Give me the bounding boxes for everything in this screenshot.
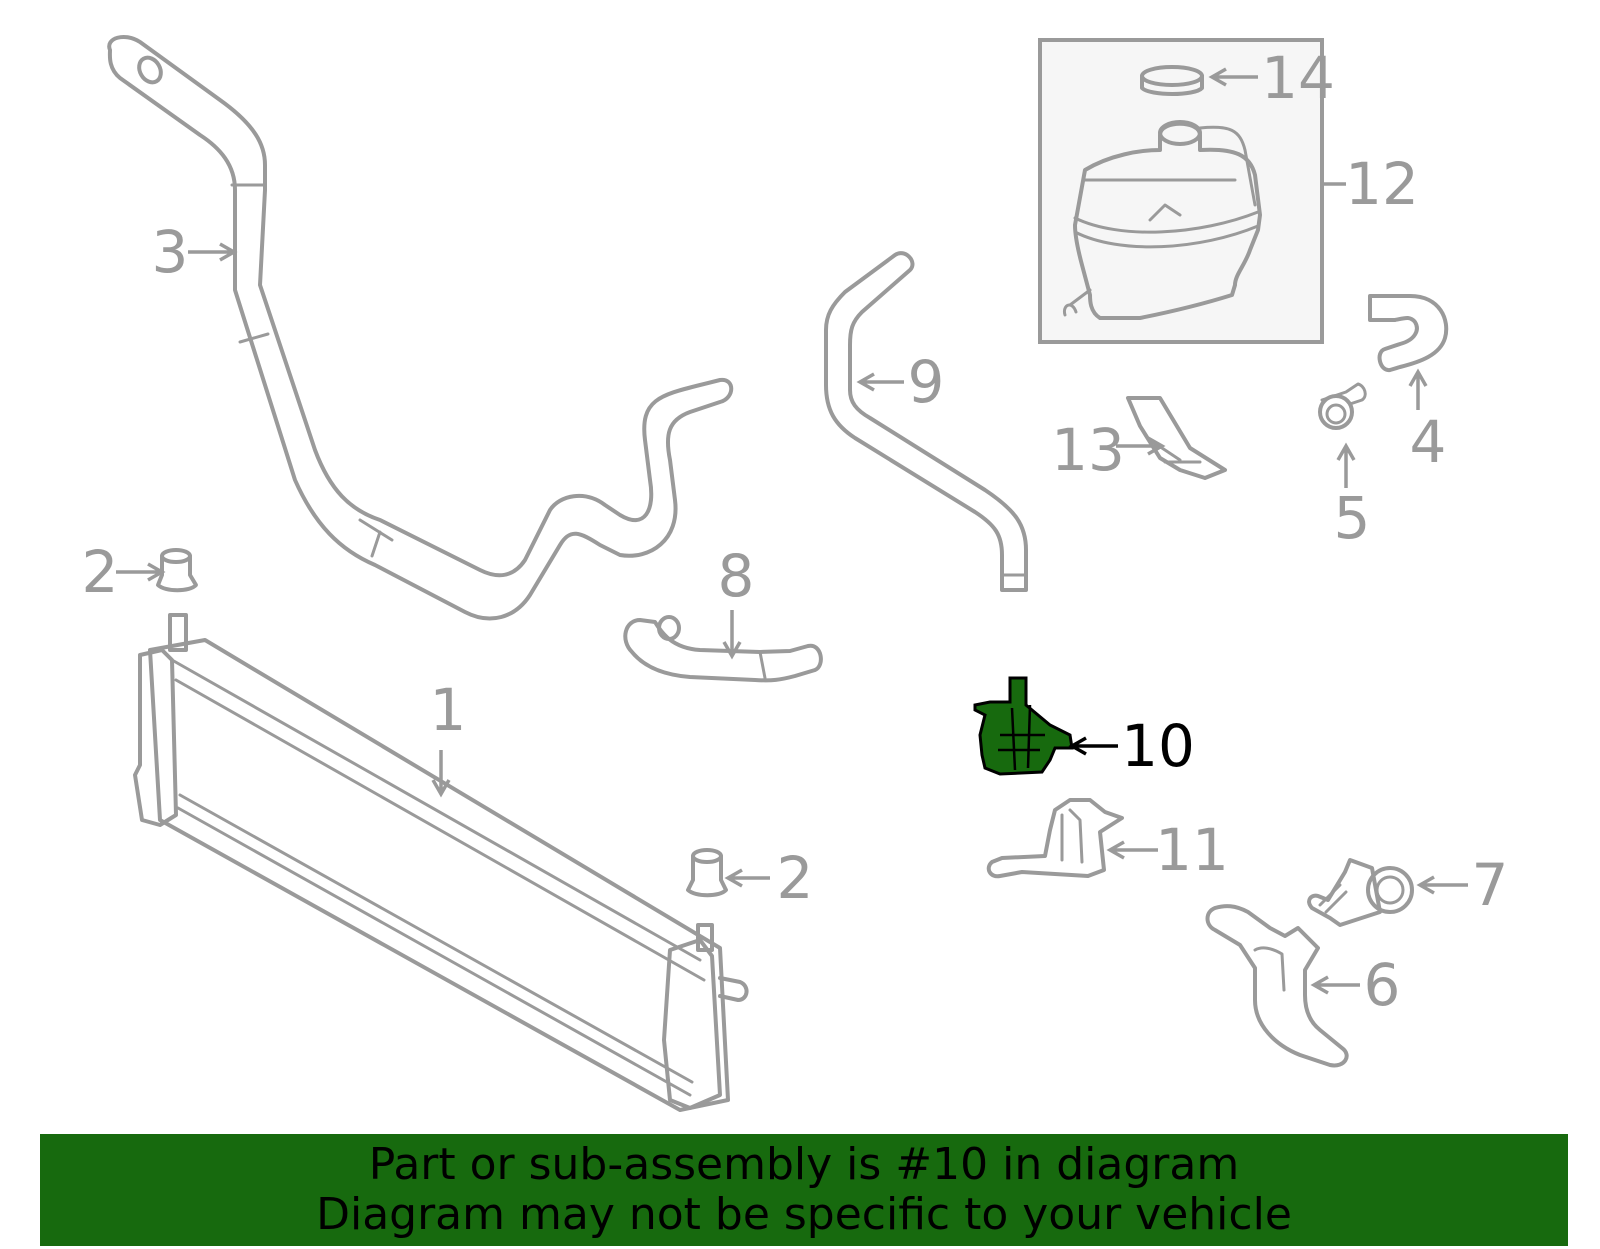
arrow-10 bbox=[1068, 736, 1118, 756]
callout-8[interactable]: 8 bbox=[718, 542, 755, 610]
arrow-4 bbox=[1408, 368, 1428, 410]
callout-10[interactable]: 10 bbox=[1121, 712, 1195, 780]
callout-3[interactable]: 3 bbox=[152, 218, 189, 286]
arrow-2b bbox=[724, 868, 770, 888]
banner-line-2: Diagram may not be specific to your vehi… bbox=[316, 1189, 1292, 1240]
callout-13[interactable]: 13 bbox=[1051, 416, 1125, 484]
arrow-2a bbox=[116, 562, 166, 582]
arrow-13 bbox=[1116, 436, 1166, 456]
callout-numbers: 1 2 2 3 4 5 6 7 8 9 10 11 12 13 14 bbox=[82, 44, 1509, 1019]
part-3-hose[interactable] bbox=[107, 34, 734, 621]
part-8-hose[interactable] bbox=[623, 615, 823, 683]
arrow-14 bbox=[1208, 67, 1258, 87]
arrow-8 bbox=[722, 610, 742, 660]
info-banner: Part or sub-assembly is #10 in diagram D… bbox=[40, 1134, 1568, 1246]
part-13-bracket[interactable] bbox=[1126, 396, 1227, 480]
part-9-hose[interactable] bbox=[824, 251, 1028, 592]
arrow-7 bbox=[1416, 875, 1468, 895]
part-4-hose[interactable] bbox=[1368, 294, 1449, 373]
arrow-9 bbox=[856, 372, 904, 392]
part-2-grommet-lower[interactable] bbox=[686, 848, 728, 898]
part-12-reservoir-assembly[interactable] bbox=[1038, 38, 1324, 344]
callout-2-upper[interactable]: 2 bbox=[82, 538, 119, 606]
arrow-5 bbox=[1336, 442, 1356, 488]
banner-line-1: Part or sub-assembly is #10 in diagram bbox=[368, 1139, 1240, 1190]
arrow-3 bbox=[188, 242, 238, 262]
part-1-radiator[interactable] bbox=[133, 613, 749, 1112]
part-6-hose[interactable] bbox=[1205, 904, 1349, 1068]
callout-9[interactable]: 9 bbox=[908, 348, 945, 416]
arrow-11 bbox=[1106, 840, 1158, 860]
callout-1[interactable]: 1 bbox=[430, 676, 467, 744]
arrow-1 bbox=[431, 750, 451, 798]
callout-12[interactable]: 12 bbox=[1345, 150, 1419, 218]
arrow-6 bbox=[1310, 975, 1360, 995]
part-2-grommet-upper[interactable] bbox=[156, 548, 198, 593]
part-11-bracket[interactable] bbox=[986, 798, 1124, 879]
callout-14[interactable]: 14 bbox=[1261, 44, 1335, 112]
part-7-fitting[interactable] bbox=[1307, 858, 1414, 927]
callout-7[interactable]: 7 bbox=[1472, 851, 1509, 919]
callout-2-lower[interactable]: 2 bbox=[777, 844, 814, 912]
part-5-fitting[interactable] bbox=[1318, 382, 1367, 430]
part-10-highlighted[interactable] bbox=[973, 676, 1074, 776]
callout-6[interactable]: 6 bbox=[1364, 951, 1401, 1019]
callout-11[interactable]: 11 bbox=[1155, 816, 1229, 884]
callout-4[interactable]: 4 bbox=[1410, 408, 1447, 476]
callout-5[interactable]: 5 bbox=[1334, 484, 1371, 552]
callout-arrows bbox=[116, 67, 1468, 995]
part-14-cap[interactable] bbox=[1140, 65, 1204, 96]
